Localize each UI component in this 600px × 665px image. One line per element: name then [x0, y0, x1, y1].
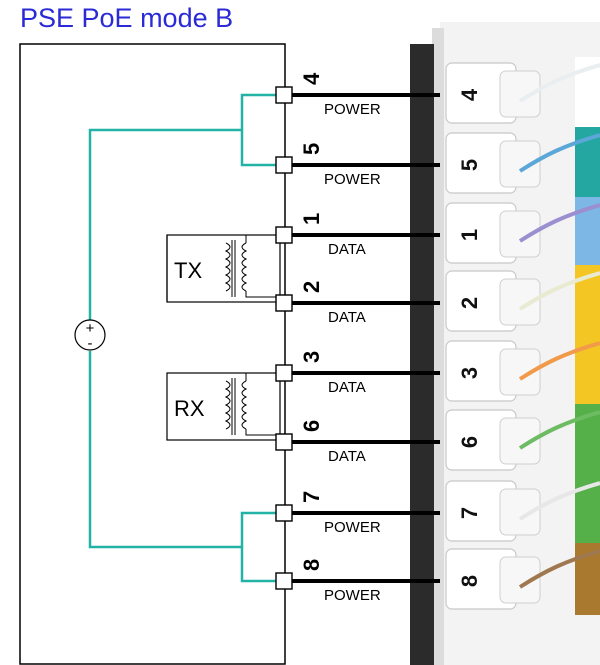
pin-terminal [275, 504, 293, 522]
wire-label: POWER [324, 171, 381, 188]
jack-slot: 4 [445, 57, 600, 129]
jack-slot-number: 8 [457, 575, 482, 587]
jack-slot: 2 [445, 265, 600, 337]
jack-slot-number: 1 [457, 229, 482, 241]
wire-label: POWER [324, 101, 381, 118]
pin-terminal [275, 226, 293, 244]
rj45-jack: 4 5 1 2 3 6 7 8 [410, 22, 600, 665]
jack-slot: 6 [445, 404, 600, 476]
jack-wire [518, 203, 600, 243]
pse-box [19, 43, 286, 665]
pin-terminal [275, 294, 293, 312]
pin-terminal [275, 433, 293, 451]
jack-wire [518, 481, 600, 521]
supply-wiring [88, 93, 276, 583]
pin-number: 2 [299, 281, 324, 293]
pin-number: 3 [299, 351, 324, 363]
jack-slot-clip [499, 210, 541, 258]
jack-slot-number: 7 [457, 507, 482, 519]
jack-edge [432, 28, 444, 665]
wire-label: DATA [328, 241, 366, 258]
jack-slot: 3 [445, 335, 600, 407]
jack-slot-clip [499, 417, 541, 465]
pin-terminal [275, 156, 293, 174]
pin-number: 7 [299, 491, 324, 503]
wire-label: DATA [328, 309, 366, 326]
jack-slot-clip [499, 70, 541, 118]
pin-number: 6 [299, 420, 324, 432]
supply-plus-sign: + [86, 320, 95, 337]
pin-terminal [275, 572, 293, 590]
jack-slot: 7 [445, 475, 600, 547]
jack-slot-clip [499, 488, 541, 536]
jack-wire [518, 341, 600, 381]
jack-slot-number: 6 [457, 436, 482, 448]
jack-slot: 8 [445, 543, 600, 615]
jack-slot-clip [499, 348, 541, 396]
jack-slot-number: 4 [457, 88, 482, 101]
jack-wire [518, 271, 600, 311]
wire-label: DATA [328, 379, 366, 396]
jack-slot: 1 [445, 197, 600, 269]
jack-slot-clip [499, 556, 541, 604]
pin-number: 5 [299, 143, 324, 155]
pin-terminal [275, 364, 293, 382]
jack-dark-strip [410, 44, 434, 665]
pin-number: 4 [299, 72, 324, 85]
power-supply: + - [74, 319, 106, 352]
jack-slot-number: 3 [457, 367, 482, 379]
jack-wire [518, 549, 600, 589]
jack-slot-number: 5 [457, 159, 482, 171]
supply-minus-sign: - [88, 335, 93, 352]
jack-slot-clip [499, 278, 541, 326]
rx-label: RX [174, 396, 205, 421]
tx-transformer: TX [166, 234, 283, 303]
jack-wire [518, 133, 600, 173]
jack-slot: 5 [445, 127, 600, 199]
wire-label: DATA [328, 448, 366, 465]
jack-wire [518, 63, 600, 103]
page-title: PSE PoE mode B [20, 3, 234, 33]
pin-number: 1 [299, 213, 324, 225]
pin-number: 8 [299, 559, 324, 571]
wire-label: POWER [324, 519, 381, 536]
tx-label: TX [174, 258, 202, 283]
jack-slot-number: 2 [457, 297, 482, 309]
wire-label: POWER [324, 587, 381, 604]
pin-terminal [275, 86, 293, 104]
jack-wire [518, 410, 600, 450]
rx-transformer: RX [166, 372, 283, 441]
jack-slot-clip [499, 140, 541, 188]
